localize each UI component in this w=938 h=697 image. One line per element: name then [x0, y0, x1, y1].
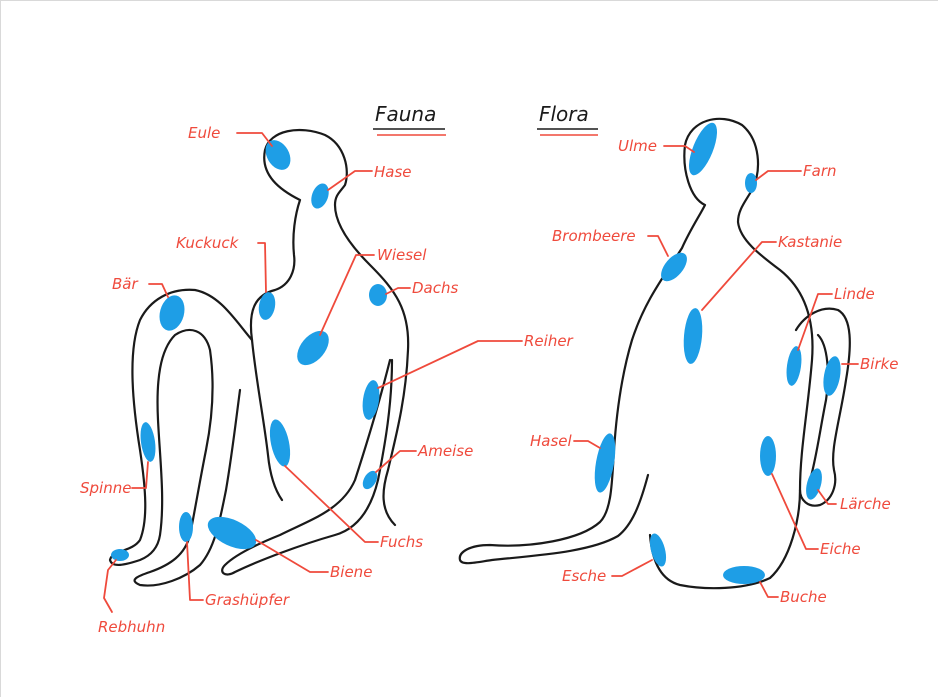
label-dachs: Dachs	[412, 279, 458, 297]
label-hasel: Hasel	[530, 432, 573, 450]
fauna-figure	[104, 130, 522, 612]
label-laerche: Lärche	[840, 495, 891, 513]
label-rebhuhn: Rebhuhn	[98, 618, 165, 636]
leader-brombeere	[648, 236, 668, 256]
label-fuchs: Fuchs	[380, 533, 423, 551]
spot-biene	[203, 510, 261, 556]
flora-figure-arm	[796, 309, 850, 506]
leader-hasel	[574, 441, 600, 448]
label-brombeere: Brombeere	[552, 227, 636, 245]
label-hase: Hase	[374, 163, 412, 181]
spot-linde	[784, 345, 803, 387]
label-birke: Birke	[860, 355, 899, 373]
label-farn: Farn	[803, 162, 837, 180]
label-ameise: Ameise	[417, 442, 473, 460]
label-reiher: Reiher	[524, 332, 574, 350]
leader-reiher	[378, 341, 522, 388]
leader-fuchs	[285, 466, 378, 542]
leader-hase	[328, 171, 372, 190]
leader-kuckuck	[258, 243, 266, 292]
leader-farn	[756, 171, 801, 180]
leader-spinne	[132, 462, 148, 488]
label-eule: Eule	[188, 124, 220, 142]
flora-figure	[460, 119, 858, 597]
label-esche: Esche	[562, 567, 606, 585]
spot-reiher	[360, 379, 381, 421]
leader-buche	[760, 582, 778, 597]
label-linde: Linde	[834, 285, 875, 303]
flora-heading: Flora	[539, 102, 589, 126]
label-grashuepfer: Grashüpfer	[205, 591, 290, 609]
label-spinne: Spinne	[80, 479, 131, 497]
leader-rebhuhn	[104, 560, 116, 612]
label-kastanie: Kastanie	[778, 233, 842, 251]
spot-kastanie	[682, 307, 705, 364]
spot-kuckuck	[257, 291, 278, 321]
label-kuckuck: Kuckuck	[176, 234, 240, 252]
spot-wiesel	[291, 325, 335, 371]
spot-hase	[308, 181, 332, 211]
flora-figure-outline	[460, 119, 813, 588]
flora-heading-group: Flora	[537, 102, 598, 135]
label-eiche: Eiche	[820, 540, 861, 558]
label-baer: Bär	[112, 275, 138, 293]
leader-wiesel	[320, 255, 374, 335]
leader-kastanie	[702, 242, 776, 310]
spot-birke	[821, 355, 844, 397]
fauna-heading-group: Fauna	[373, 102, 446, 135]
spot-buche	[723, 566, 765, 584]
leader-grashuepfer	[187, 542, 203, 600]
leader-dachs	[386, 288, 410, 294]
leader-ulme	[664, 146, 694, 152]
spot-dachs	[369, 284, 387, 306]
spot-farn	[745, 173, 757, 193]
label-buche: Buche	[780, 588, 827, 606]
spot-fuchs	[266, 418, 294, 469]
spot-rebhuhn	[111, 549, 129, 561]
leader-esche	[612, 560, 652, 576]
label-biene: Biene	[330, 563, 372, 581]
fauna-heading: Fauna	[375, 102, 436, 126]
leader-biene	[256, 540, 328, 572]
spot-eiche	[760, 436, 776, 476]
label-wiesel: Wiesel	[377, 246, 427, 264]
spot-grashuepfer	[179, 512, 193, 542]
label-ulme: Ulme	[618, 137, 657, 155]
